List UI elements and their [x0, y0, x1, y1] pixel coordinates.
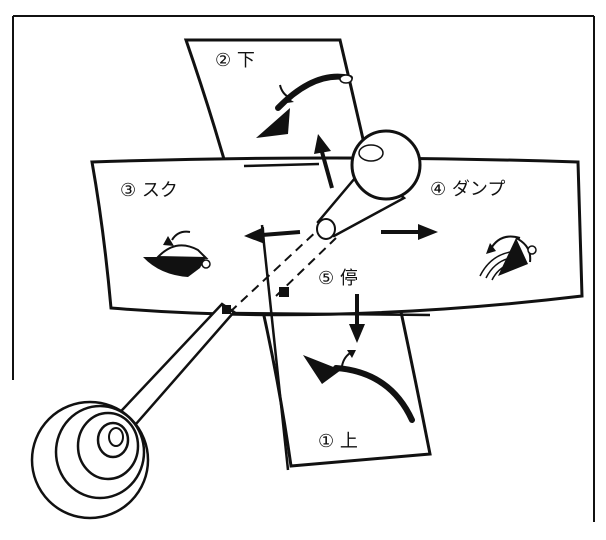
direction-arrows — [244, 134, 438, 343]
diagram-frame — [12, 15, 595, 522]
arrow-down — [349, 324, 365, 343]
lever-knob — [350, 129, 422, 201]
arrow-right — [418, 224, 438, 240]
label-position-3-scoop: ③ スク — [120, 180, 178, 201]
label-position-5-stop: ⑤ 停 — [318, 268, 358, 289]
bucket-scoop-icon — [143, 230, 211, 277]
arrow-up — [314, 134, 331, 154]
arrow-left — [244, 227, 265, 244]
lever-shaft-dashed — [229, 227, 337, 313]
label-position-2-lower: ② 下 — [215, 50, 255, 71]
pivot-marker-right — [279, 287, 289, 297]
boom-raise-icon — [303, 350, 415, 423]
label-position-4-dump: ④ ダンプ — [430, 179, 505, 200]
boom-lower-icon — [256, 73, 353, 138]
horizontal-shift-panel — [90, 156, 584, 317]
shift-gate-lines — [229, 162, 431, 471]
bucket-dump-icon — [479, 235, 537, 281]
pivot-marker-left — [222, 305, 231, 314]
label-position-1-raise: ① 上 — [318, 431, 358, 452]
lever-handle — [316, 129, 422, 240]
lever-boot — [30, 400, 150, 520]
